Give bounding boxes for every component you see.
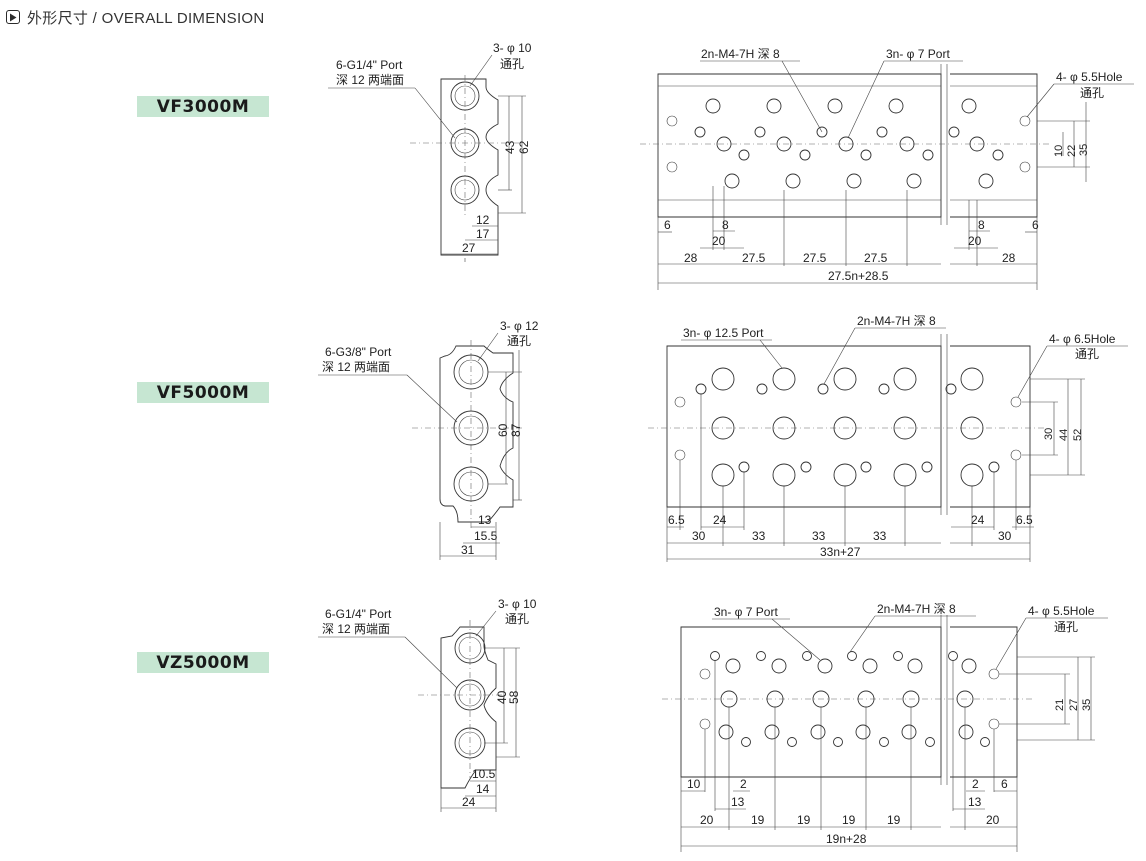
dim-text: 13 — [731, 795, 745, 809]
hole-label-through: 通孔 — [1080, 86, 1104, 100]
total-length-formula: 19n+28 — [826, 832, 867, 846]
dim-text: 15.5 — [474, 529, 498, 543]
play-icon — [6, 10, 20, 24]
dim-text: 30 — [998, 529, 1012, 543]
thread-label: 2n-M4-7H 深 8 — [877, 602, 956, 616]
dim-text: 10 — [687, 777, 701, 791]
dim-text: 24 — [713, 513, 727, 527]
plan-view-vz5000m: 3n- φ 7 Port 2n-M4-7H 深 8 4- φ 5.5Hole 通… — [662, 602, 1108, 852]
dim-text: 20 — [712, 234, 726, 248]
dim-text: 2 — [972, 777, 979, 791]
dim-text: 62 — [517, 140, 531, 154]
dim-text: 27 — [462, 241, 476, 255]
hole-label-through: 通孔 — [1054, 620, 1078, 634]
model-label-vf5000m: VF5000M — [137, 382, 269, 403]
dim-text: 28 — [684, 251, 698, 265]
hole-label-through: 通孔 — [507, 334, 531, 348]
hole-label-through: 通孔 — [500, 57, 524, 71]
hole-label: 3- φ 10 — [498, 597, 537, 611]
model-label-vf3000m: VF3000M — [137, 96, 269, 117]
port-label: 6-G3/8" Port — [325, 345, 392, 359]
dim-text: 60 — [496, 423, 510, 437]
thread-label: 2n-M4-7H 深 8 — [701, 47, 780, 61]
port-label-depth: 深 12 两端面 — [322, 360, 390, 374]
dim-text: 6.5 — [668, 513, 685, 527]
dim-text: 33 — [873, 529, 887, 543]
dim-text: 44 — [1058, 429, 1070, 441]
plan-view-vf3000m: 2n-M4-7H 深 8 3n- φ 7 Port 4- φ 5.5Hole 通… — [640, 47, 1134, 290]
dim-text: 6 — [1001, 777, 1008, 791]
dim-text: 27 — [1068, 699, 1080, 711]
dim-text: 58 — [507, 690, 521, 704]
dim-text: 87 — [509, 423, 523, 437]
dim-text: 19 — [797, 813, 811, 827]
dim-text: 19 — [887, 813, 901, 827]
hole-label: 3- φ 10 — [493, 41, 532, 55]
port-label: 3n- φ 7 Port — [886, 47, 950, 61]
hole-label: 4- φ 6.5Hole — [1049, 332, 1116, 346]
dim-text: 19 — [751, 813, 765, 827]
dim-text: 35 — [1078, 144, 1090, 156]
hole-label: 4- φ 5.5Hole — [1056, 70, 1123, 84]
dim-text: 20 — [700, 813, 714, 827]
hole-label-through: 通孔 — [505, 612, 529, 626]
dim-text: 30 — [1043, 428, 1055, 440]
dim-text: 2 — [740, 777, 747, 791]
hole-label: 3- φ 12 — [500, 319, 539, 333]
dim-text: 27.5 — [742, 251, 766, 265]
hole-row — [674, 367, 1022, 487]
dim-text: 8 — [722, 218, 729, 232]
dim-text: 12 — [476, 213, 490, 227]
hole-label: 4- φ 5.5Hole — [1028, 604, 1095, 618]
dim-text: 24 — [971, 513, 985, 527]
dim-text: 19 — [842, 813, 856, 827]
dim-text: 14 — [476, 782, 490, 796]
side-view-vf3000m: 43 62 12 17 27 6-G1/4" Port 深 12 两端面 3- … — [328, 41, 532, 262]
port-label: 6-G1/4" Port — [336, 58, 403, 72]
port-label-depth: 深 12 两端面 — [322, 622, 390, 636]
dim-text: 13 — [968, 795, 982, 809]
dim-text: 22 — [1066, 145, 1078, 157]
section-header: 外形尺寸 / OVERALL DIMENSION — [6, 6, 265, 28]
port-label-depth: 深 12 两端面 — [336, 73, 404, 87]
dim-text: 40 — [495, 690, 509, 704]
dim-text: 28 — [1002, 251, 1016, 265]
model-label-vz5000m: VZ5000M — [137, 652, 269, 673]
total-length-formula: 33n+27 — [820, 545, 861, 559]
side-view-vz5000m: 40 58 10.5 14 24 6-G1/4" Port 深 12 两端面 3… — [318, 597, 537, 812]
dim-text: 10 — [1053, 145, 1065, 157]
dim-text: 6 — [664, 218, 671, 232]
dim-text: 17 — [476, 227, 490, 241]
hole-row — [666, 98, 1031, 189]
dim-text: 6 — [1032, 218, 1039, 232]
total-length-formula: 27.5n+28.5 — [828, 269, 889, 283]
dim-text: 35 — [1081, 699, 1093, 711]
port-label: 3n- φ 7 Port — [714, 605, 778, 619]
hole-label-through: 通孔 — [1075, 347, 1099, 361]
dim-text: 43 — [503, 140, 517, 154]
side-view-vf5000m: 60 87 13 15.5 31 6-G3/8" Port 深 12 两端面 3… — [318, 319, 539, 560]
dim-text: 13 — [478, 513, 492, 527]
dim-text: 30 — [692, 529, 706, 543]
dim-text: 10.5 — [472, 767, 496, 781]
thread-label: 2n-M4-7H 深 8 — [857, 314, 936, 328]
dim-text: 33 — [812, 529, 826, 543]
dim-text: 24 — [462, 795, 476, 809]
dim-text: 27.5 — [803, 251, 827, 265]
port-label: 3n- φ 12.5 Port — [683, 326, 764, 340]
port-label: 6-G1/4" Port — [325, 607, 392, 621]
dim-text: 6.5 — [1016, 513, 1033, 527]
dim-text: 27.5 — [864, 251, 888, 265]
dim-text: 20 — [986, 813, 1000, 827]
dim-text: 31 — [461, 543, 475, 557]
header-title: 外形尺寸 / OVERALL DIMENSION — [27, 9, 265, 27]
dim-text: 20 — [968, 234, 982, 248]
plan-view-vf5000m: 3n- φ 12.5 Port 2n-M4-7H 深 8 4- φ 6.5Hol… — [648, 314, 1128, 562]
dim-text: 8 — [978, 218, 985, 232]
dim-text: 52 — [1072, 429, 1084, 441]
dim-text: 33 — [752, 529, 766, 543]
dim-text: 21 — [1054, 699, 1066, 711]
